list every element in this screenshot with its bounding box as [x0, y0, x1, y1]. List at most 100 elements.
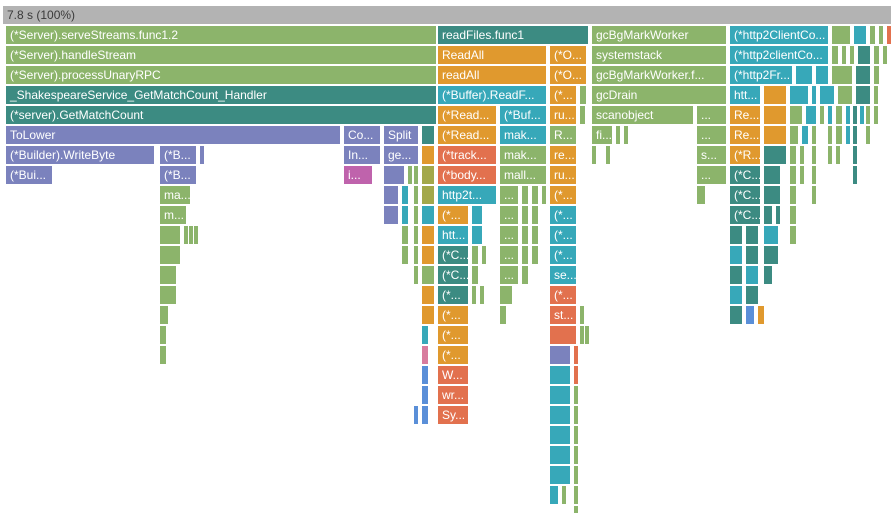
frame-Re-2[interactable]: Re... — [729, 125, 761, 145]
frame-misc-e8[interactable] — [845, 105, 851, 125]
frame-misc-k5[interactable] — [413, 225, 419, 245]
frame-misc-u1[interactable] — [549, 425, 571, 445]
frame-misc-d0[interactable] — [579, 85, 587, 105]
frame-misc-d6[interactable] — [837, 85, 853, 105]
frame-misc-k4[interactable] — [401, 225, 409, 245]
frame-misc-n1[interactable] — [421, 285, 435, 305]
frame-misc-v1[interactable] — [549, 445, 571, 465]
frame-misc-b1[interactable] — [831, 45, 839, 65]
frame-Reader-2[interactable]: (*Read... — [437, 125, 497, 145]
frame-misc-p0[interactable] — [159, 325, 167, 345]
frame-st-1[interactable]: st... — [549, 305, 577, 325]
frame-misc-k3[interactable] — [193, 225, 199, 245]
frame-star-q1[interactable]: (*... — [437, 345, 469, 365]
frame-dots-i1[interactable]: ... — [499, 185, 519, 205]
frame-misc-a2[interactable] — [853, 25, 867, 45]
frame-http2Framer[interactable]: (*http2Fr... — [729, 65, 793, 85]
frame-misc-k8[interactable] — [521, 225, 529, 245]
frame-misc-p1[interactable] — [421, 325, 429, 345]
frame-misc-i1[interactable] — [401, 185, 409, 205]
frame-misc-h2[interactable] — [413, 165, 419, 185]
frame-misc-h7[interactable] — [811, 165, 817, 185]
frame-ReadAll[interactable]: ReadAll — [437, 45, 547, 65]
frame-misc-s3[interactable] — [573, 385, 579, 405]
frame-misc-f12[interactable] — [865, 125, 871, 145]
frame-misc-x1[interactable] — [549, 485, 559, 505]
frame-Builder-2[interactable]: (*B... — [159, 145, 197, 165]
frame-misc-j4[interactable] — [471, 205, 483, 225]
frame-misc-k12[interactable] — [763, 225, 779, 245]
frame-misc-o6[interactable] — [757, 305, 765, 325]
frame-makeslice-2[interactable]: mak... — [499, 145, 547, 165]
frame-misc-p4[interactable] — [584, 325, 590, 345]
frame-star-k1[interactable]: (*... — [549, 225, 577, 245]
frame-misc-t4[interactable] — [573, 405, 579, 425]
frame-Buffer-ReadFrom[interactable]: (*Buffer).ReadF... — [437, 85, 547, 105]
frame-misc-o0[interactable] — [159, 305, 169, 325]
frame-misc-h5[interactable] — [789, 165, 797, 185]
frame-http2ClientConn-top[interactable]: (*http2ClientCo... — [729, 25, 829, 45]
frame-indexbyte[interactable]: i... — [343, 165, 373, 185]
frame-misc-u2[interactable] — [573, 425, 579, 445]
frame-dots-j1[interactable]: ... — [499, 205, 519, 225]
frame-runtime-1[interactable]: ru... — [549, 105, 577, 125]
frame-misc-o5[interactable] — [745, 305, 755, 325]
frame-ma-1[interactable]: ma... — [159, 185, 191, 205]
frame-gcDrain[interactable]: gcDrain — [591, 85, 727, 105]
frame-misc-c5[interactable] — [873, 65, 880, 85]
frame-misc-e10[interactable] — [859, 105, 865, 125]
frame-star-j1[interactable]: (*... — [437, 205, 469, 225]
frame-misc-q2[interactable] — [549, 345, 571, 365]
frame-misc-l9[interactable] — [745, 245, 759, 265]
frame-misc-g4[interactable] — [763, 145, 787, 165]
frame-readFiles-func1[interactable]: readFiles.func1 — [437, 25, 589, 45]
frame-misc-i2[interactable] — [413, 185, 419, 205]
frame-misc-k13[interactable] — [789, 225, 797, 245]
frame-star-o1[interactable]: (*... — [437, 305, 469, 325]
frame-misc-a5[interactable] — [886, 25, 892, 45]
frame-misc-m1[interactable] — [413, 265, 419, 285]
frame-misc-b5[interactable] — [873, 45, 880, 65]
frame-C-4[interactable]: (*C... — [437, 245, 469, 265]
frame-http2clientConn-2[interactable]: (*http2clientCo... — [729, 45, 829, 65]
frame-misc-g10[interactable] — [852, 145, 858, 165]
frame-misc-b4[interactable] — [857, 45, 871, 65]
frame-misc-c2[interactable] — [815, 65, 829, 85]
frame-misc-x2[interactable] — [561, 485, 567, 505]
frame-http2transport[interactable]: http2t... — [437, 185, 497, 205]
frame-misc-g9[interactable] — [835, 145, 841, 165]
frame-m-1[interactable]: m... — [159, 205, 187, 225]
frame-misc-e5[interactable] — [819, 105, 825, 125]
frame-scanobject[interactable]: scanobject — [591, 105, 694, 125]
frame-misc-r3[interactable] — [573, 365, 579, 385]
frame-misc-r2[interactable] — [549, 365, 571, 385]
frame-misc-f8[interactable] — [827, 125, 833, 145]
frame-misc-n6[interactable] — [745, 285, 759, 305]
frame-misc-g2[interactable] — [591, 145, 597, 165]
frame-misc-i6[interactable] — [541, 185, 547, 205]
frame-misc-q1[interactable] — [421, 345, 429, 365]
frame-htt-1[interactable]: htt... — [437, 225, 469, 245]
frame-findObject[interactable]: fi... — [591, 125, 613, 145]
frame-misc-f6[interactable] — [801, 125, 809, 145]
frame-misc-k11[interactable] — [745, 225, 759, 245]
frame-misc-f5[interactable] — [789, 125, 799, 145]
frame-Re-1[interactable]: Re... — [729, 105, 761, 125]
frame-dots-l1[interactable]: ... — [499, 245, 519, 265]
frame-misc-o4[interactable] — [729, 305, 743, 325]
frame-misc-n4[interactable] — [499, 285, 513, 305]
frame-misc-k7[interactable] — [471, 225, 483, 245]
frame-misc-i5[interactable] — [531, 185, 539, 205]
frame-misc-g8[interactable] — [827, 145, 833, 165]
frame-misc-m0[interactable] — [159, 265, 177, 285]
frame-misc-f10[interactable] — [845, 125, 851, 145]
frame-misc-m4[interactable] — [521, 265, 529, 285]
root-total-bar[interactable]: 7.8 s (100%) — [2, 5, 892, 25]
frame-misc-o3[interactable] — [579, 305, 585, 325]
frame-misc-s1[interactable] — [421, 385, 429, 405]
frame-star-n1[interactable]: (*... — [437, 285, 469, 305]
frame-misc-l7[interactable] — [531, 245, 539, 265]
frame-misc-y1[interactable] — [573, 505, 579, 514]
frame-misc-m7[interactable] — [763, 265, 773, 285]
